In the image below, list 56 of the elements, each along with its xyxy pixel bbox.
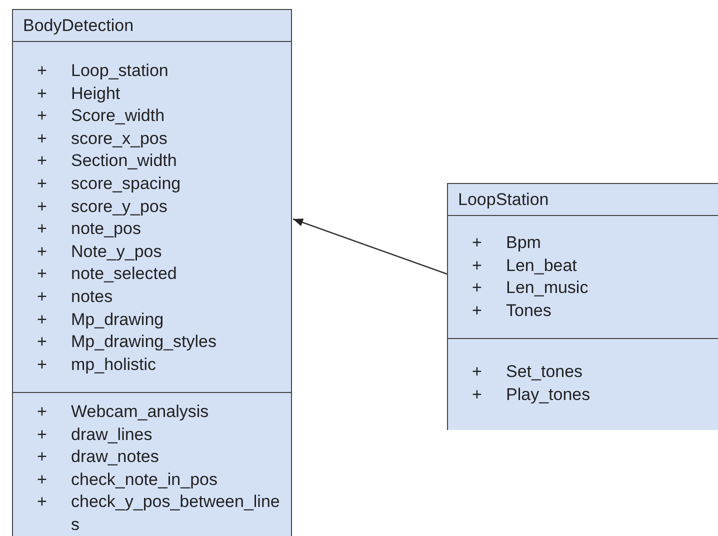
visibility-marker: + [36, 424, 48, 446]
visibility-marker: + [36, 331, 48, 354]
visibility-marker: + [471, 277, 483, 300]
member-name: check_note_in_pos [70, 468, 219, 491]
association-arrow [292, 218, 448, 275]
member-name: score_x_pos [70, 128, 168, 150]
class-name: BodyDetection [22, 15, 135, 37]
member-name: Note_y_pos [70, 240, 163, 263]
member-compartment [448, 338, 718, 430]
member-name: Loop_station [70, 60, 170, 82]
visibility-marker: + [36, 468, 48, 491]
member-name: Score_width [70, 105, 166, 128]
visibility-marker: + [471, 300, 483, 322]
visibility-marker: + [36, 128, 48, 150]
visibility-marker: + [36, 218, 48, 240]
visibility-marker: + [36, 446, 48, 468]
member-name: note_selected [70, 263, 178, 286]
visibility-marker: + [36, 240, 48, 263]
visibility-marker: + [471, 361, 483, 383]
member-name: Bpm [505, 232, 542, 254]
class-box [447, 183, 718, 430]
visibility-marker: + [36, 60, 48, 82]
member-name: Section_width [70, 150, 178, 172]
member-name: Tones [505, 300, 552, 322]
class-name: LoopStation [457, 189, 550, 211]
member-name: Height [70, 82, 122, 105]
member-name: Len_music [505, 277, 590, 300]
member-name: Webcam_analysis [70, 401, 210, 423]
visibility-marker: + [36, 286, 48, 308]
visibility-marker: + [36, 491, 48, 514]
member-name: note_pos [70, 218, 142, 240]
member-name: score_y_pos [70, 196, 168, 218]
visibility-marker: + [36, 82, 48, 105]
visibility-marker: + [36, 105, 48, 128]
visibility-marker: + [36, 308, 48, 331]
member-name: Play_tones [505, 384, 592, 406]
member-name: draw_notes [70, 446, 160, 468]
member-name: Mp_drawing [70, 308, 165, 331]
visibility-marker: + [36, 196, 48, 218]
visibility-marker: + [36, 354, 48, 376]
visibility-marker: + [471, 232, 483, 254]
member-name: draw_lines [70, 424, 154, 446]
visibility-marker: + [36, 150, 48, 172]
visibility-marker: + [36, 172, 48, 195]
visibility-marker: + [36, 401, 48, 423]
member-name: Mp_drawing_styles [70, 331, 218, 354]
member-name: Set_tones [505, 361, 584, 383]
member-name: mp_holistic [70, 354, 158, 376]
member-name: Len_beat [505, 254, 578, 277]
visibility-marker: + [471, 384, 483, 406]
visibility-marker: + [471, 254, 483, 277]
class-box [12, 9, 292, 536]
visibility-marker: + [36, 263, 48, 286]
member-name: check_y_pos_between_lines [70, 491, 281, 536]
member-name: notes [70, 286, 114, 308]
member-name: score_spacing [70, 172, 182, 195]
